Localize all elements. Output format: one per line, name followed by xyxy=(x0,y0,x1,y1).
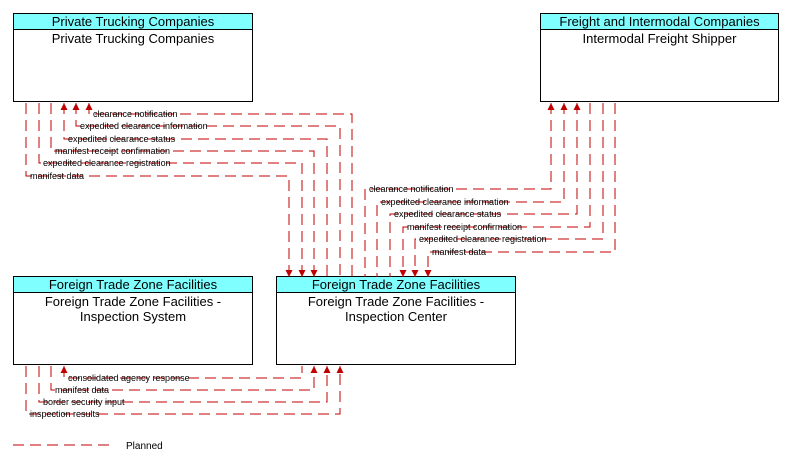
flow-label-inspection-system: consolidated agency response xyxy=(68,373,190,383)
ftz-inspection-center-box: Foreign Trade Zone Facilities Foreign Tr… xyxy=(276,276,516,365)
private-trucking-title: Private Trucking Companies xyxy=(51,31,215,46)
flow-label-private-trucking: expedited clearance status xyxy=(68,134,176,144)
freight-intermodal-box: Freight and Intermodal Companies Intermo… xyxy=(540,13,779,102)
arrow-head-icon xyxy=(424,270,432,277)
arrow-head-icon xyxy=(310,270,318,277)
flow-line-inspection-system xyxy=(25,366,341,415)
arrow-head-icon xyxy=(60,366,68,373)
ftz-inspection-center-title: Foreign Trade Zone Facilities - Inspecti… xyxy=(307,294,485,324)
arrow-head-icon xyxy=(285,270,293,277)
arrow-head-icon xyxy=(573,103,581,110)
flow-line-freight-intermodal xyxy=(376,103,565,277)
arrow-head-icon xyxy=(60,103,68,110)
flow-line-freight-intermodal xyxy=(427,103,616,277)
arrow-head-icon xyxy=(310,366,318,373)
arrow-head-icon xyxy=(336,366,344,373)
flow-line-inspection-system xyxy=(50,366,315,391)
flow-line-freight-intermodal xyxy=(389,103,578,277)
flow-line-freight-intermodal xyxy=(402,103,591,277)
private-trucking-box: Private Trucking Companies Private Truck… xyxy=(13,13,253,102)
flow-label-inspection-system: inspection results xyxy=(30,409,100,419)
arrow-head-icon xyxy=(547,103,555,110)
flow-label-freight-intermodal: clearance notification xyxy=(369,184,454,194)
flow-label-private-trucking: expedited clearance registration xyxy=(43,158,171,168)
flow-label-private-trucking: clearance notification xyxy=(93,109,178,119)
arrow-head-icon xyxy=(323,366,331,373)
flow-label-inspection-system: border security input xyxy=(43,397,125,407)
legend-planned-label: Planned xyxy=(126,441,163,452)
flow-label-private-trucking: manifest receipt confirmation xyxy=(55,146,170,156)
flow-line-inspection-system xyxy=(38,366,328,403)
freight-intermodal-title: Intermodal Freight Shipper xyxy=(582,31,737,46)
flow-label-freight-intermodal: manifest data xyxy=(432,247,486,257)
flow-label-freight-intermodal: expedited clearance registration xyxy=(419,234,547,244)
flow-line-private-trucking xyxy=(75,103,341,277)
ftz-inspection-system-box: Foreign Trade Zone Facilities Foreign Tr… xyxy=(13,276,253,365)
arrow-head-icon xyxy=(411,270,419,277)
ftz-inspection-system-header: Foreign Trade Zone Facilities xyxy=(14,277,252,293)
flow-line-private-trucking xyxy=(38,103,303,277)
arrow-head-icon xyxy=(298,270,306,277)
flow-line-private-trucking xyxy=(50,103,315,277)
arrow-head-icon xyxy=(399,270,407,277)
flow-line-freight-intermodal xyxy=(364,103,552,277)
ftz-inspection-system-title: Foreign Trade Zone Facilities - Inspecti… xyxy=(44,294,222,324)
flow-line-freight-intermodal xyxy=(414,103,604,277)
flow-label-freight-intermodal: expedited clearance information xyxy=(381,197,509,207)
ftz-inspection-center-header: Foreign Trade Zone Facilities xyxy=(277,277,515,293)
flow-label-freight-intermodal: expedited clearance status xyxy=(394,209,502,219)
freight-intermodal-header: Freight and Intermodal Companies xyxy=(541,14,778,30)
flow-line-private-trucking xyxy=(63,103,328,277)
arrow-head-icon xyxy=(85,103,93,110)
flow-label-private-trucking: expedited clearance information xyxy=(80,121,208,131)
flow-label-private-trucking: manifest data xyxy=(30,171,84,181)
arrow-head-icon xyxy=(72,103,80,110)
flow-line-private-trucking xyxy=(25,103,290,277)
flow-label-inspection-system: manifest data xyxy=(55,385,109,395)
private-trucking-header: Private Trucking Companies xyxy=(14,14,252,30)
arrow-head-icon xyxy=(560,103,568,110)
flow-label-freight-intermodal: manifest receipt confirmation xyxy=(407,222,522,232)
